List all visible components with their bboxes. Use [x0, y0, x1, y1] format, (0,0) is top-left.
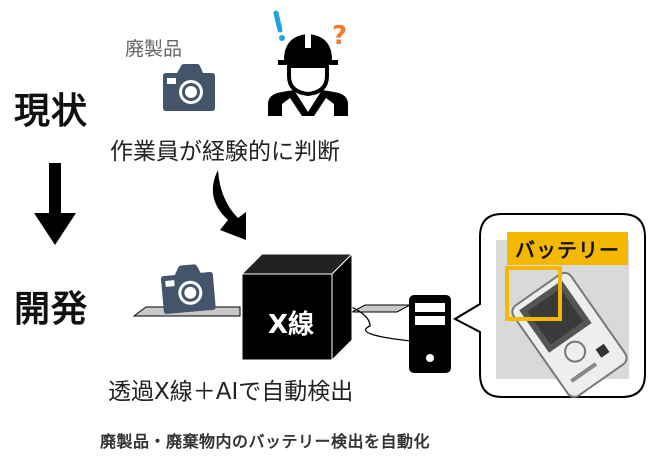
waste-product-label: 廃製品: [125, 38, 183, 60]
detection-box: [505, 266, 562, 321]
xray-machine-icon: [240, 252, 354, 362]
computer-tower-icon: [409, 295, 451, 373]
stage-label-development: 開発: [14, 289, 89, 330]
exclamation-mark: [273, 10, 285, 41]
down-arrow-icon: [34, 163, 76, 245]
camera-icon-development: [161, 264, 216, 314]
summary-footer: 廃製品・廃棄物内のバッテリー検出を自動化: [100, 432, 431, 451]
detection-tag: バッテリー: [507, 232, 628, 265]
curved-arrow-icon: [212, 170, 246, 240]
development-caption: 透過X線＋AIで自動検出: [108, 379, 354, 405]
worker-icon: ?: [268, 10, 348, 116]
question-mark: ?: [332, 21, 347, 51]
current-caption: 作業員が経験的に判断: [110, 139, 340, 165]
stage-label-current: 現状: [14, 91, 89, 132]
xray-label: X線: [268, 310, 315, 340]
camera-icon: [163, 64, 215, 111]
xray-image: [511, 271, 628, 398]
